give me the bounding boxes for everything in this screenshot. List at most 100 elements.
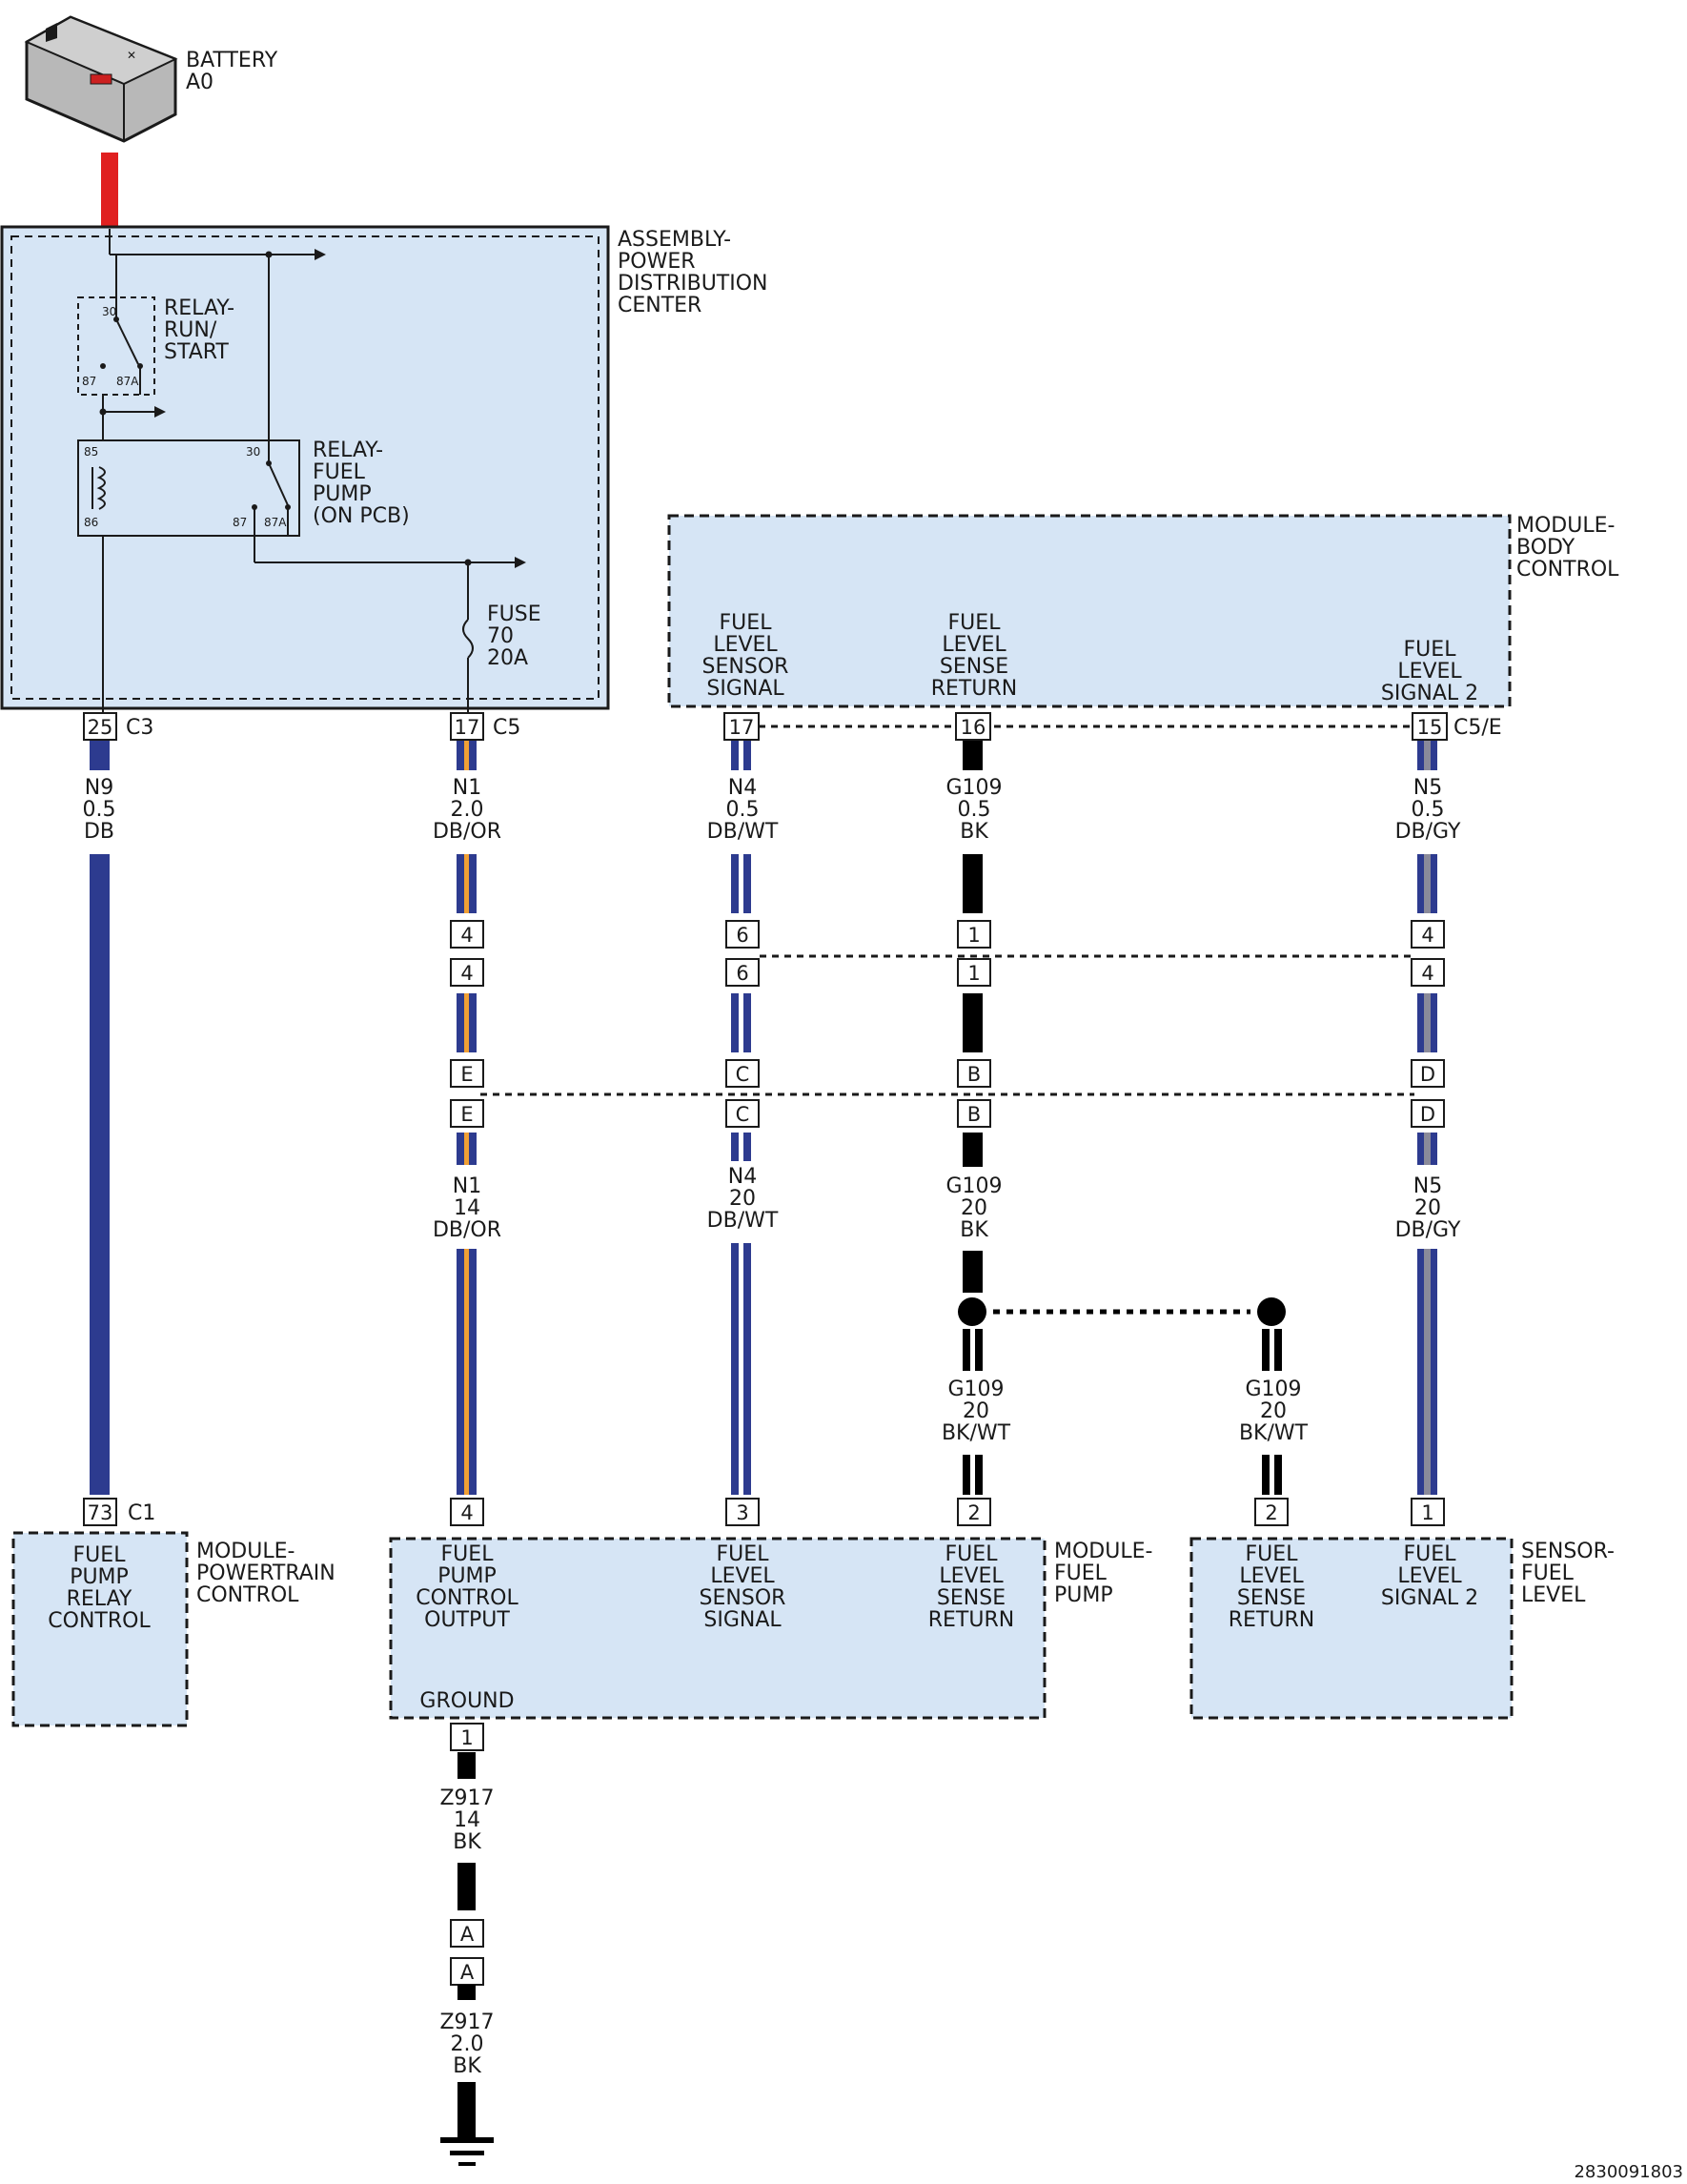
bcm-circuit-1-line-3: SENSOR xyxy=(702,655,789,679)
fuel-pump-name-3: PUMP xyxy=(1054,1583,1113,1607)
fuel-pump-circuit-2-line-2: LEVEL xyxy=(710,1564,775,1588)
pin-number: 6 xyxy=(736,924,748,947)
fuel-pump-circuit-1-line-4: OUTPUT xyxy=(424,1608,510,1632)
power-distribution-center: ASSEMBLY- POWER DISTRIBUTION CENTER 30 8… xyxy=(0,225,768,715)
battery-positive-terminal xyxy=(90,73,112,85)
ground-icon xyxy=(440,2137,494,2166)
pin-number: 73 xyxy=(88,1501,113,1524)
bus-arrow xyxy=(315,249,326,260)
wire-n5-color: DB/GY xyxy=(1395,820,1461,844)
wire-n4-seg xyxy=(731,854,751,913)
wire-n5-gauge: 0.5 xyxy=(1412,798,1445,822)
pin-letter: D xyxy=(1420,1063,1435,1086)
pin-number: 4 xyxy=(1421,924,1433,947)
wire-n5-lower-id: N5 xyxy=(1413,1174,1442,1198)
fuel-pump-box xyxy=(389,1537,1047,1720)
pin-letter: C xyxy=(736,1063,750,1086)
wire-n5-seg xyxy=(1417,1249,1437,1495)
fuel-pump-circuit-3-line-1: FUEL xyxy=(945,1542,999,1566)
wire-n1-id: N1 xyxy=(453,776,481,800)
bcm-name-1: MODULE- xyxy=(1516,514,1615,538)
pcm-name-3: CONTROL xyxy=(196,1583,299,1607)
wire-n5-seg xyxy=(1417,1133,1437,1165)
relay-run-output-arrow xyxy=(154,406,166,418)
pcm-circuit-line-2: PUMP xyxy=(70,1565,129,1589)
fuel-pump-name-1: MODULE- xyxy=(1054,1540,1152,1563)
wire-z917-gauge: 14 xyxy=(454,1808,480,1832)
wire-splice-sensor-color: BK/WT xyxy=(1239,1421,1309,1445)
wire-z917-lower-color: BK xyxy=(453,2054,481,2078)
connector-id: C3 xyxy=(126,716,153,740)
powertrain-control-module: 73 C1 FUEL PUMP RELAY CONTROL MODULE- PO… xyxy=(11,1498,335,1727)
wire-labels-lower: N1 14 DB/OR N4 20 DB/WT G109 20 BK N5 20… xyxy=(433,1165,1461,1445)
pdc-name-3: DISTRIBUTION xyxy=(618,272,768,296)
relay-fuel-pin-86: 86 xyxy=(84,516,98,529)
bcm-circuit-2-line-4: RETURN xyxy=(931,677,1017,701)
pin-letter: C xyxy=(736,1103,750,1126)
relay-fuel-name-1: RELAY- xyxy=(313,439,383,462)
wire-labels-upper: N9 0.5 DB N1 2.0 DB/OR N4 0.5 DB/WT G109… xyxy=(83,776,1461,844)
relay-fuel-pin-87a: 87A xyxy=(264,516,287,529)
sensor-circuit-1-line-2: LEVEL xyxy=(1239,1564,1304,1588)
wire-g109-color: BK xyxy=(960,820,988,844)
wire-g109-bkwt-pump xyxy=(963,1329,983,1495)
pcm-circuit-line-4: CONTROL xyxy=(48,1609,151,1633)
pin-letter: A xyxy=(460,1961,475,1984)
wire-n4-seg xyxy=(731,1243,751,1495)
fuse-number: 70 xyxy=(487,624,514,648)
relay-run-pin-30: 30 xyxy=(102,305,116,318)
pin-number: 1 xyxy=(460,1726,473,1749)
wire-n4-color: DB/WT xyxy=(707,820,779,844)
fuse-symbol xyxy=(462,619,474,659)
sensor-circuit-2-line-2: LEVEL xyxy=(1397,1564,1462,1588)
pin-number: 25 xyxy=(88,716,113,739)
pcm-name-2: POWERTRAIN xyxy=(196,1561,335,1585)
wire-n9-color: DB xyxy=(84,820,114,844)
connector-id: C5 xyxy=(493,716,520,740)
fuel-pump-circuit-3-line-2: LEVEL xyxy=(939,1564,1004,1588)
pin-number: 1 xyxy=(967,924,980,947)
sensor-circuit-2-line-3: SIGNAL 2 xyxy=(1381,1586,1478,1610)
pcm-name-1: MODULE- xyxy=(196,1540,295,1563)
pdc-name-4: CENTER xyxy=(618,294,701,317)
relay-run-name-2: RUN/ xyxy=(164,318,217,342)
relay-fuel-name-3: PUMP xyxy=(313,482,372,506)
pin-number: 17 xyxy=(455,716,480,739)
wire-n1-lower-id: N1 xyxy=(453,1174,481,1198)
bcm-name-3: CONTROL xyxy=(1516,558,1619,582)
sensor-name-2: FUEL xyxy=(1521,1561,1575,1585)
connector-bcm-c5e: 17 16 15 C5/E xyxy=(723,712,1502,741)
wire-g109-lower-color: BK xyxy=(960,1218,988,1242)
relay-run-name-1: RELAY- xyxy=(164,296,234,320)
pdc-name-2: POWER xyxy=(618,250,696,274)
sensor-circuit-1-line-1: FUEL xyxy=(1246,1542,1299,1566)
splice-g109 xyxy=(958,1297,1286,1326)
pin-letter: E xyxy=(460,1063,473,1086)
pin-number: 1 xyxy=(967,962,980,985)
wire-splice-pump-gauge: 20 xyxy=(963,1399,989,1423)
bcm-circuit-2-line-2: LEVEL xyxy=(942,633,1006,657)
battery-code: A0 xyxy=(186,71,213,94)
relay-fuel-pin-30: 30 xyxy=(246,445,260,459)
connector-pdc-c3: 25 C3 xyxy=(83,712,153,741)
pin-number: 1 xyxy=(1421,1501,1433,1524)
wire-splice-pump-color: BK/WT xyxy=(942,1421,1011,1445)
bcm-circuit-3-line-3: SIGNAL 2 xyxy=(1381,682,1478,705)
wire-n5-seg xyxy=(1417,740,1437,770)
wire-n4-lower-color: DB/WT xyxy=(707,1209,779,1233)
wire-g109-lower-id: G109 xyxy=(945,1174,1002,1198)
wire-n5-id: N5 xyxy=(1413,776,1442,800)
wire-n1-seg xyxy=(457,1249,477,1495)
wire-n1-seg xyxy=(457,740,477,770)
relay-run-pin-87a: 87A xyxy=(116,375,139,388)
pin-number: 4 xyxy=(1421,962,1433,985)
pin-number: 3 xyxy=(736,1501,748,1524)
pin-letter: B xyxy=(967,1063,981,1086)
wire-n9-gauge: 0.5 xyxy=(83,798,116,822)
wire-n4-seg xyxy=(731,993,751,1052)
pcm-circuit-line-3: RELAY xyxy=(67,1587,132,1611)
wire-splice-sensor-id: G109 xyxy=(1245,1378,1301,1401)
wire-n9 xyxy=(90,740,110,1495)
pin-letter: E xyxy=(460,1103,473,1126)
